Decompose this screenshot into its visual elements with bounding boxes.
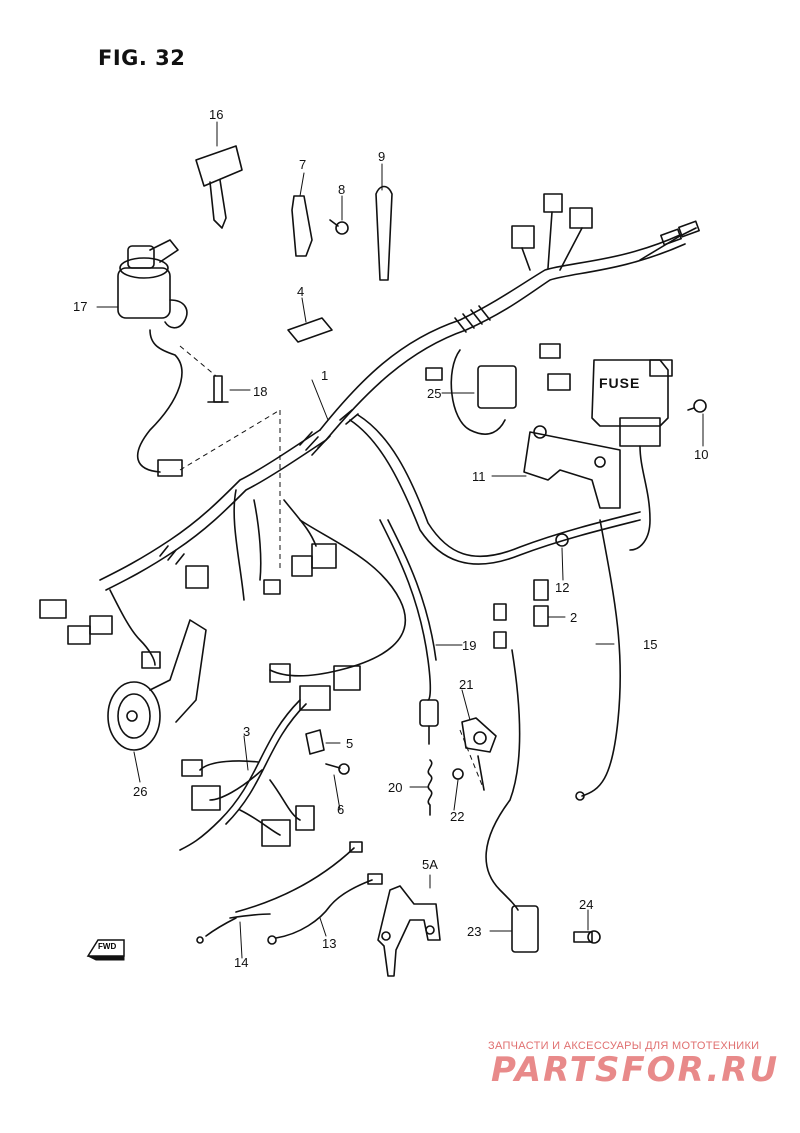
callout-5a: 5A — [422, 857, 438, 872]
callout-20: 20 — [388, 780, 403, 795]
fuse-box-label: FUSE — [599, 375, 641, 391]
callout-14: 14 — [234, 955, 249, 970]
callout-9: 9 — [378, 149, 386, 164]
callout-13: 13 — [322, 936, 337, 951]
callout-15: 15 — [643, 637, 658, 652]
callout-11: 11 — [472, 469, 486, 484]
callout-2: 2 — [570, 610, 578, 625]
callout-26: 26 — [133, 784, 148, 799]
fwd-label: FWD — [98, 942, 117, 951]
figure-title: FIG. 32 — [98, 46, 186, 70]
callout-18: 18 — [253, 384, 268, 399]
callout-1: 1 — [321, 368, 329, 383]
callout-21: 21 — [459, 677, 474, 692]
callout-10: 10 — [694, 447, 709, 462]
callout-22: 22 — [450, 809, 465, 824]
callout-19: 19 — [462, 638, 477, 653]
callout-3: 3 — [243, 724, 251, 739]
callout-6: 6 — [337, 802, 345, 817]
callout-17: 17 — [73, 299, 88, 314]
fuse-box-body — [591, 359, 669, 427]
callout-4: 4 — [297, 284, 305, 299]
callout-12: 12 — [555, 580, 570, 595]
callout-16: 16 — [209, 107, 224, 122]
main-harness — [319, 234, 681, 431]
callout-25: 25 — [427, 386, 442, 401]
callout-24: 24 — [579, 897, 594, 912]
callout-23: 23 — [467, 924, 482, 939]
callout-5: 5 — [346, 736, 354, 751]
watermark-logo: PARTSFOR.RU — [491, 1050, 780, 1090]
callout-7: 7 — [299, 157, 307, 172]
fwd-arrow-icon: FWD — [86, 936, 126, 967]
callout-8: 8 — [338, 182, 346, 197]
watermark-tagline: ЗАПЧАСТИ И АКСЕССУАРЫ ДЛЯ МОТОТЕХНИКИ — [488, 1040, 760, 1052]
